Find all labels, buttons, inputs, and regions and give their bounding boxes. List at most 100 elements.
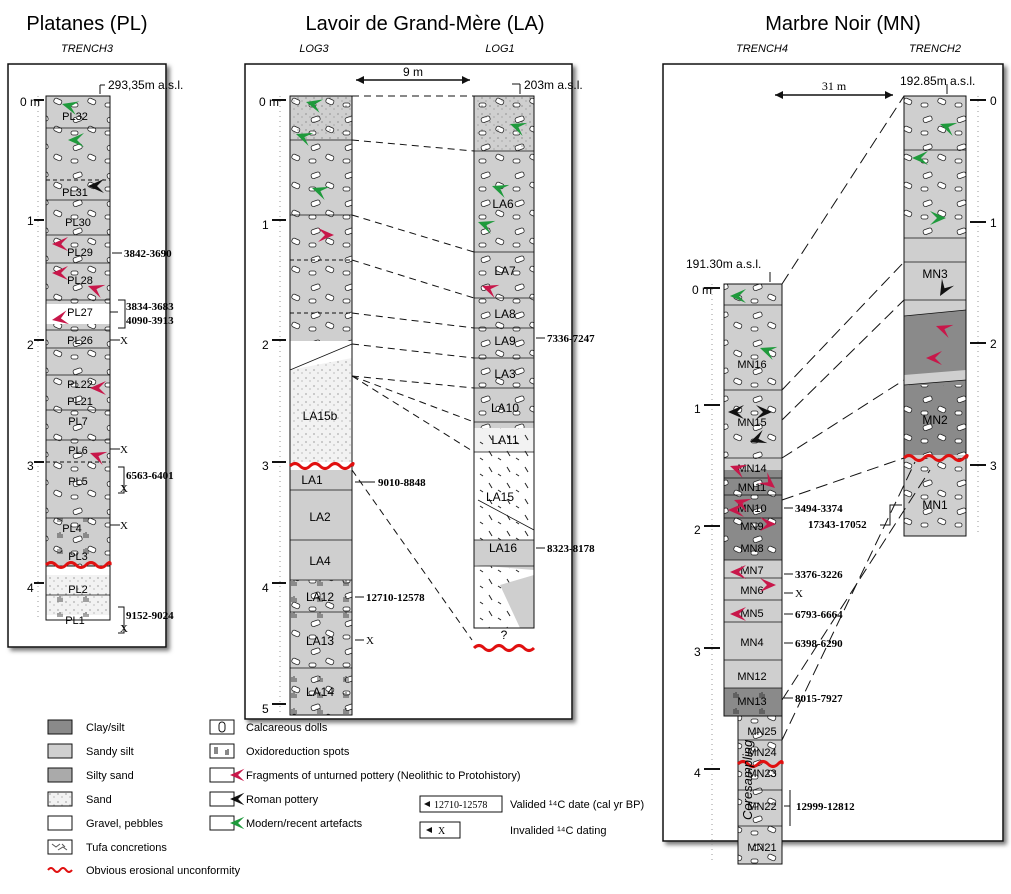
svg-text:MN5: MN5 — [740, 608, 763, 620]
svg-text:9152-9024: 9152-9024 — [126, 610, 174, 622]
svg-text:Clay/silt: Clay/silt — [86, 722, 125, 734]
pl-column — [37, 95, 112, 621]
svg-text:LA11: LA11 — [491, 433, 518, 447]
svg-text:3: 3 — [27, 459, 34, 473]
svg-text:9 m: 9 m — [403, 65, 423, 79]
svg-text:MN3: MN3 — [922, 267, 948, 281]
svg-text:LA13: LA13 — [306, 634, 334, 648]
svg-text:Silty sand: Silty sand — [86, 770, 134, 782]
svg-text:PL1: PL1 — [65, 615, 85, 627]
svg-text:3: 3 — [990, 459, 997, 473]
svg-text:MN25: MN25 — [747, 726, 776, 738]
svg-text:17343-17052: 17343-17052 — [808, 519, 867, 531]
svg-text:MN1: MN1 — [922, 498, 948, 512]
svg-text:LA12: LA12 — [306, 590, 334, 604]
svg-text:PL5: PL5 — [68, 476, 88, 488]
svg-text:MN9: MN9 — [740, 521, 763, 533]
svg-text:PL4: PL4 — [62, 523, 82, 535]
svg-text:3376-3226: 3376-3226 — [795, 569, 843, 581]
mn-trench2-column — [902, 95, 979, 537]
svg-text:LA15: LA15 — [486, 490, 514, 504]
svg-text:PL7: PL7 — [68, 416, 88, 428]
svg-text:MN22: MN22 — [747, 801, 776, 813]
svg-text:0: 0 — [990, 94, 997, 108]
svg-text:Tufa concretions: Tufa concretions — [86, 842, 167, 854]
mn-dates: 3494-3374 17343-17052 3376-3226 X 6793-6… — [784, 503, 902, 826]
legend: Clay/silt Sandy silt Silty sand Sand Gra… — [47, 719, 644, 877]
svg-text:LA14: LA14 — [306, 685, 334, 699]
svg-text:1: 1 — [27, 214, 34, 228]
svg-text:4: 4 — [694, 766, 701, 780]
svg-text:31 m: 31 m — [822, 79, 847, 93]
svg-text:X: X — [366, 635, 374, 647]
svg-text:7336-7247: 7336-7247 — [547, 333, 595, 345]
svg-text:2: 2 — [262, 338, 269, 352]
la-scale: 0 m 1 2 3 4 5 — [259, 95, 286, 716]
svg-text:MN4: MN4 — [740, 637, 763, 649]
svg-text:PL22: PL22 — [67, 379, 93, 391]
mn-trench2: TRENCH2 — [909, 43, 961, 55]
svg-text:Gravel, pebbles: Gravel, pebbles — [86, 818, 164, 830]
svg-text:Valided ¹⁴C date (cal yr BP): Valided ¹⁴C date (cal yr BP) — [510, 799, 644, 811]
svg-text:PL28: PL28 — [67, 275, 93, 287]
svg-text:192.85m a.s.l.: 192.85m a.s.l. — [900, 74, 975, 88]
svg-text:12710-12578: 12710-12578 — [366, 592, 425, 604]
svg-text:0 m: 0 m — [20, 95, 40, 109]
svg-text:MN2: MN2 — [922, 413, 948, 427]
svg-text:3842-3690: 3842-3690 — [124, 248, 172, 260]
svg-text:MN16: MN16 — [737, 359, 766, 371]
svg-text:Fragments of unturned pottery: Fragments of unturned pottery (Neolithic… — [246, 770, 521, 782]
svg-text:X: X — [120, 335, 128, 347]
svg-text:6793-6664: 6793-6664 — [795, 609, 843, 621]
svg-text:0 m: 0 m — [692, 283, 712, 297]
svg-text:6398-6290: 6398-6290 — [795, 638, 843, 650]
svg-text:0 m: 0 m — [259, 95, 279, 109]
mn-title: Marbre Noir (MN) — [765, 13, 921, 35]
svg-text:X: X — [120, 444, 128, 456]
svg-text:MN8: MN8 — [740, 543, 763, 555]
svg-text:1: 1 — [262, 218, 269, 232]
svg-text:X: X — [120, 483, 128, 495]
svg-text:PL21: PL21 — [67, 396, 93, 408]
svg-text:MN24: MN24 — [747, 747, 776, 759]
svg-text:12999-12812: 12999-12812 — [796, 801, 855, 813]
svg-text:PL32: PL32 — [62, 111, 88, 123]
svg-text:PL6: PL6 — [68, 445, 88, 457]
svg-text:6563-6401: 6563-6401 — [126, 470, 174, 482]
svg-text:MN10: MN10 — [737, 503, 766, 515]
svg-text:Obvious erosional unconformity: Obvious erosional unconformity — [86, 865, 241, 877]
pl-trench: TRENCH3 — [61, 43, 114, 55]
mn-trench2-units: MN3 MN2 MN1 — [922, 267, 948, 512]
svg-text:X: X — [120, 623, 128, 635]
svg-text:Oxidoreduction spots: Oxidoreduction spots — [246, 746, 350, 758]
svg-text:3494-3374: 3494-3374 — [795, 503, 843, 515]
svg-text:LA4: LA4 — [309, 554, 331, 568]
svg-text:MN13: MN13 — [737, 696, 766, 708]
svg-text:X: X — [795, 588, 803, 600]
svg-text:MN23: MN23 — [747, 768, 776, 780]
la-distance: 9 m 203m a.s.l. — [356, 65, 583, 94]
svg-text:LA15b: LA15b — [303, 409, 338, 423]
svg-text:203m a.s.l.: 203m a.s.l. — [524, 78, 583, 92]
erosion-symbol — [47, 867, 73, 873]
svg-text:1: 1 — [694, 402, 701, 416]
la-log1: LOG1 — [485, 43, 514, 55]
pl-scale: 0 m 1 2 3 4 — [20, 95, 44, 595]
svg-text:PL31: PL31 — [62, 187, 88, 199]
svg-text:Roman pottery: Roman pottery — [246, 794, 319, 806]
svg-text:8015-7927: 8015-7927 — [795, 693, 843, 705]
svg-text:Invalided ¹⁴C dating: Invalided ¹⁴C dating — [510, 825, 606, 837]
svg-text:5: 5 — [262, 702, 269, 716]
mn-scale2: 0 1 2 3 — [970, 94, 997, 473]
svg-text:PL2: PL2 — [68, 584, 88, 596]
svg-text:PL29: PL29 — [67, 247, 93, 259]
pl-elev: 293,35m a.s.l. — [99, 78, 183, 94]
svg-text:3: 3 — [262, 459, 269, 473]
svg-text:PL3: PL3 — [68, 551, 88, 563]
svg-text:LA10: LA10 — [491, 401, 519, 415]
svg-text:MN6: MN6 — [740, 585, 763, 597]
svg-text:9010-8848: 9010-8848 — [378, 477, 426, 489]
mn-trench4-column: Coresampling — [711, 283, 784, 865]
